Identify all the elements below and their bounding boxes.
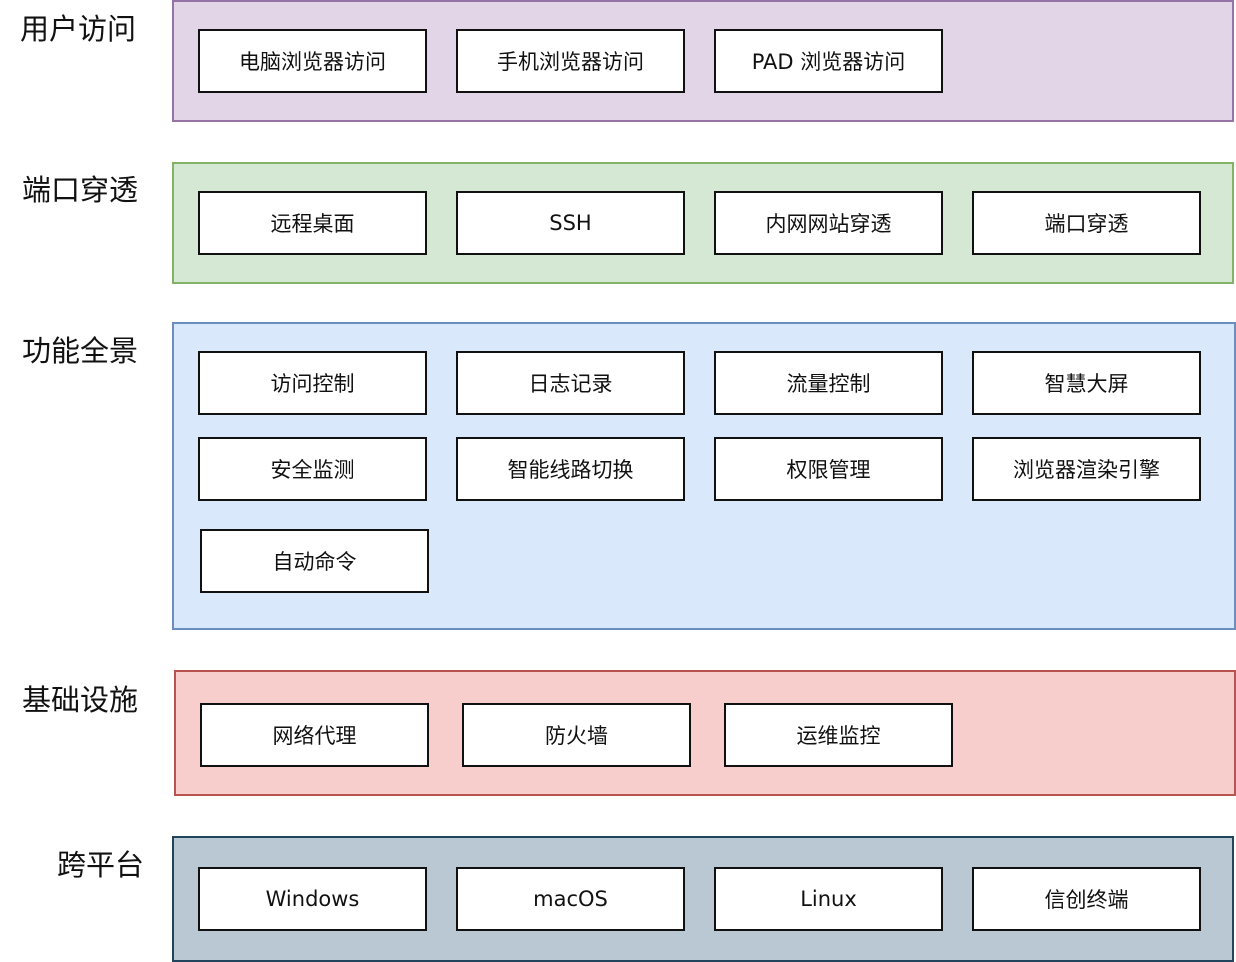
node-linux[interactable]: Linux [714,867,943,931]
layer-label-infrastructure: 基础设施 [22,683,139,717]
layer-label-cross-platform: 跨平台 [57,848,145,882]
node-xinchuang-terminal[interactable]: 信创终端 [972,867,1201,931]
layer-label-port-tunneling: 端口穿透 [22,173,139,207]
node-smart-dashboard[interactable]: 智慧大屏 [972,351,1201,415]
node-ops-monitoring[interactable]: 运维监控 [724,703,953,767]
layer-label-user-access: 用户访问 [20,12,137,46]
node-firewall[interactable]: 防火墙 [462,703,691,767]
node-port-tunneling[interactable]: 端口穿透 [972,191,1201,255]
node-logging[interactable]: 日志记录 [456,351,685,415]
node-remote-desktop[interactable]: 远程桌面 [198,191,427,255]
node-pad-browser-access[interactable]: PAD 浏览器访问 [714,29,943,93]
node-traffic-control[interactable]: 流量控制 [714,351,943,415]
node-browser-render-engine[interactable]: 浏览器渲染引擎 [972,437,1201,501]
node-access-control[interactable]: 访问控制 [198,351,427,415]
node-desktop-browser-access[interactable]: 电脑浏览器访问 [198,29,427,93]
node-windows[interactable]: Windows [198,867,427,931]
node-auto-command[interactable]: 自动命令 [200,529,429,593]
layer-label-feature-overview: 功能全景 [22,334,139,368]
node-macos[interactable]: macOS [456,867,685,931]
node-smart-route-switching[interactable]: 智能线路切换 [456,437,685,501]
node-permission-management[interactable]: 权限管理 [714,437,943,501]
node-intranet-site-tunneling[interactable]: 内网网站穿透 [714,191,943,255]
node-security-monitoring[interactable]: 安全监测 [198,437,427,501]
node-mobile-browser-access[interactable]: 手机浏览器访问 [456,29,685,93]
node-ssh[interactable]: SSH [456,191,685,255]
node-network-proxy[interactable]: 网络代理 [200,703,429,767]
